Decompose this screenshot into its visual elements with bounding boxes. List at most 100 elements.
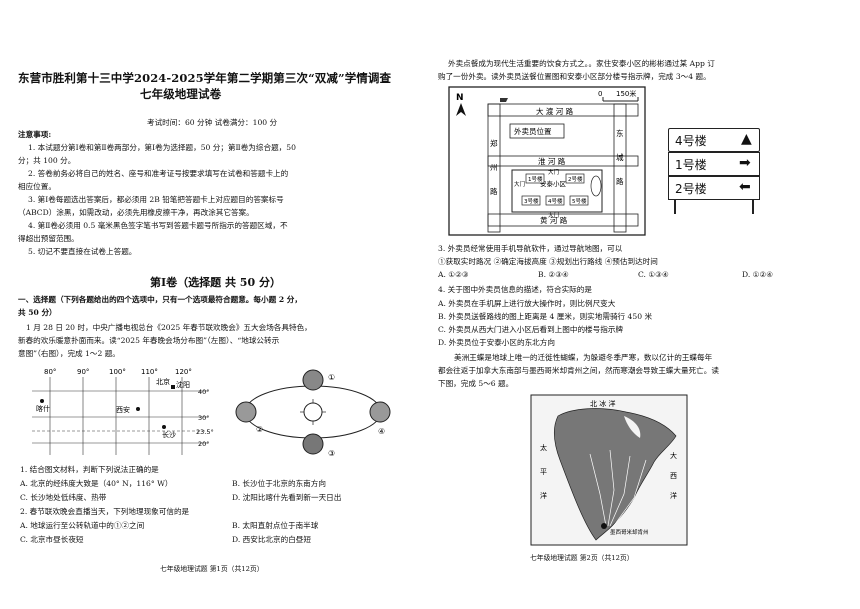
lat-label: 40° (198, 388, 210, 396)
q1-option-a: A. 北京的经纬度大致是（40° N，116° W） (20, 479, 173, 488)
lon-label: 120° (175, 368, 192, 376)
ocean-label: 太 (540, 443, 547, 452)
orbit-position-label: ② (256, 425, 263, 434)
arrow-right-icon: ➡ (739, 155, 751, 171)
earth-icon (302, 433, 324, 455)
q4-option-b: B. 外卖员送餐路线的图上距离是 4 厘米，则实地需骑行 450 米 (438, 312, 653, 321)
q1-option-c: C. 长沙地处低纬度、热带 (20, 493, 107, 502)
city-marker (171, 385, 175, 389)
track-icon (590, 175, 602, 197)
lon-label: 90° (77, 368, 89, 376)
butterfly-intro-line: 下图，完成 5～6 题。 (438, 379, 514, 388)
ocean-label: 大 (670, 451, 677, 460)
building-label: 4号楼 (548, 197, 563, 205)
north-label: N (456, 93, 464, 103)
courier-position-box (509, 123, 565, 139)
road-label: 州 (490, 163, 498, 172)
lat-label: 30° (198, 414, 210, 422)
city-label: 长沙 (162, 430, 176, 439)
sign-post (674, 200, 676, 214)
scale-zero: 0 (598, 90, 602, 98)
building-label: 2号楼 (568, 175, 583, 183)
road-label: 淮 河 路 (538, 156, 566, 166)
sign-post (752, 200, 754, 214)
q2-option-c: C. 北京市昼长夜短 (20, 535, 84, 544)
intro-line: 新春的欢乐暖意扑面而来。读“2025 年春晚会场分布图”（左图）、“地球公转示 (18, 336, 280, 345)
gate-label: 大门 (548, 211, 559, 219)
q4-option-d: D. 外卖员位于安泰小区的东北方向 (438, 338, 555, 347)
sun-icon (303, 402, 323, 422)
orbit-position-label: ④ (378, 427, 385, 436)
gate-label: 大门 (514, 180, 525, 188)
gate-label: 大门 (548, 168, 559, 176)
region-label: 墨西哥米却肯州 (610, 528, 649, 536)
city-marker (162, 425, 166, 429)
q3-option-b: B. ②③④ (538, 270, 569, 279)
arrow-left-icon: ⬅ (739, 179, 751, 195)
road-label: 路 (616, 176, 624, 186)
page-footer: 七年级地理试题 第2页（共12页） (530, 554, 634, 562)
michoacan-marker (601, 523, 607, 529)
lon-label: 100° (109, 368, 126, 376)
butterfly-intro-line: 美洲王蝶是地球上唯一的迁徙性蝴蝶，为躲避冬季严寒，数以亿计的王蝶每年 (454, 353, 713, 362)
q1-option-b: B. 长沙位于北京的东南方向 (232, 479, 326, 488)
north-arrow-icon (456, 103, 466, 116)
orbit-position-label: ① (328, 373, 335, 382)
sign-text: 1号楼 (675, 158, 707, 172)
road-label: 黄 河 路 (540, 215, 568, 225)
intro-line: 1 月 28 日 20 时，中央广播电视总台《2025 年春节联欢晚会》五大会场… (26, 323, 312, 332)
building-label: 3号楼 (524, 197, 539, 205)
sign-text: 4号楼 (675, 134, 707, 148)
ocean-label: 洋 (670, 491, 677, 500)
note-line: 得超出预留范围。 (18, 234, 79, 243)
city-marker (136, 407, 140, 411)
notes-header: 注意事项: (18, 130, 52, 139)
q3-option-d: D. ①②④ (742, 270, 774, 279)
city-label: 喀什 (36, 404, 50, 413)
q2-option-a: A. 地球运行至公转轨道中的①②之间 (20, 521, 145, 530)
delivery-position-map: N 0 150米 大 渡 河 路 郑 州 路 东 城 路 淮 河 路 黄 河 路… (448, 86, 646, 236)
scooter-icon (500, 98, 508, 102)
question-2: 2. 春节联欢晚会直播当天，下列地理现象可信的是 (20, 507, 190, 516)
lon-label: 80° (44, 368, 56, 376)
exam-info: 考试时间：60 分钟 试卷满分：100 分 (147, 118, 278, 127)
note-line: 1. 本试题分第Ⅰ卷和第Ⅱ卷两部分，第Ⅰ卷为选择题，50 分；第Ⅱ卷为综合题，5… (28, 143, 296, 152)
sign-4: 4号楼 ▲ (668, 128, 760, 152)
exam-title: 东营市胜利第十三中学2024-2025学年第二学期第三次“双减”学情调查 (18, 71, 392, 85)
page-footer: 七年级地理试题 第1页（共12页） (160, 565, 264, 573)
note-line: 2. 答卷前务必将自己的姓名、座号和准考证号按要求填写在试卷和答题卡上的 (28, 169, 289, 178)
note-line: 4. 第Ⅱ卷必须用 0.5 毫米黑色签字笔书写到答题卡题号所指示的答题区域，不 (28, 221, 288, 230)
orbit-position-label: ③ (328, 449, 335, 458)
city-label: 西安 (116, 405, 130, 414)
question-4: 4. 关于图中外卖员信息的描述，符合实际的是 (438, 285, 592, 294)
building-label: 5号楼 (572, 197, 587, 205)
earth-icon (302, 369, 324, 391)
gala-venue-map: 80° 90° 100° 110° 120° 40° 30° 23.5° 20°… (32, 368, 214, 455)
city-marker (40, 399, 44, 403)
choice-section-line: 一、选择题（下列各题给出的四个选项中，只有一个选项最符合题意。每小题 2 分， (18, 295, 302, 304)
q2-option-d: D. 西安比北京的白昼短 (232, 535, 311, 544)
road-label: 郑 (490, 138, 498, 148)
road-label: 城 (616, 153, 624, 162)
lat-label: 20° (198, 440, 210, 448)
question-3: 3. 外卖员经常使用手机导航软件，通过导航地图，可以 (438, 244, 623, 253)
note-line: （ABCD）涂黑，如需改动，必须先用橡皮擦干净，再改涂其它答案。 (18, 208, 254, 217)
q3-option-a: A. ①②③ (438, 270, 469, 279)
courier-label: 外卖员位置 (514, 126, 552, 136)
arrow-up-icon: ▲ (741, 131, 752, 147)
q3-features: ①获取实时路况 ②确定海拔高度 ③规划出行路线 ④预估到达时间 (438, 257, 658, 266)
note-line: 3. 第Ⅰ卷每题选出答案后，都必须用 2B 铅笔把答题卡上对应题目的答案标号 (28, 195, 284, 204)
monarch-migration-map: 北 冰 洋 太 平 洋 大 西 洋 墨西哥米却肯州 (530, 394, 688, 546)
north-america-landmass (554, 408, 677, 541)
page-1: 东营市胜利第十三中学2024-2025学年第二学期第三次“双减”学情调查 七年级… (18, 71, 392, 573)
choice-section-line: 共 50 分） (18, 308, 57, 317)
lat-label: 23.5° (196, 428, 214, 436)
q3-option-c: C. ①③④ (638, 270, 669, 279)
intro-line: 意图”（右图），完成 1～2 题。 (18, 349, 120, 358)
earth-icon (369, 401, 391, 423)
sign-text: 2号楼 (675, 182, 707, 196)
ocean-label: 平 (540, 468, 547, 476)
note-line: 相应位置。 (18, 182, 56, 191)
exam-subtitle: 七年级地理试卷 (140, 87, 222, 101)
ocean-label: 北 冰 洋 (590, 399, 615, 408)
